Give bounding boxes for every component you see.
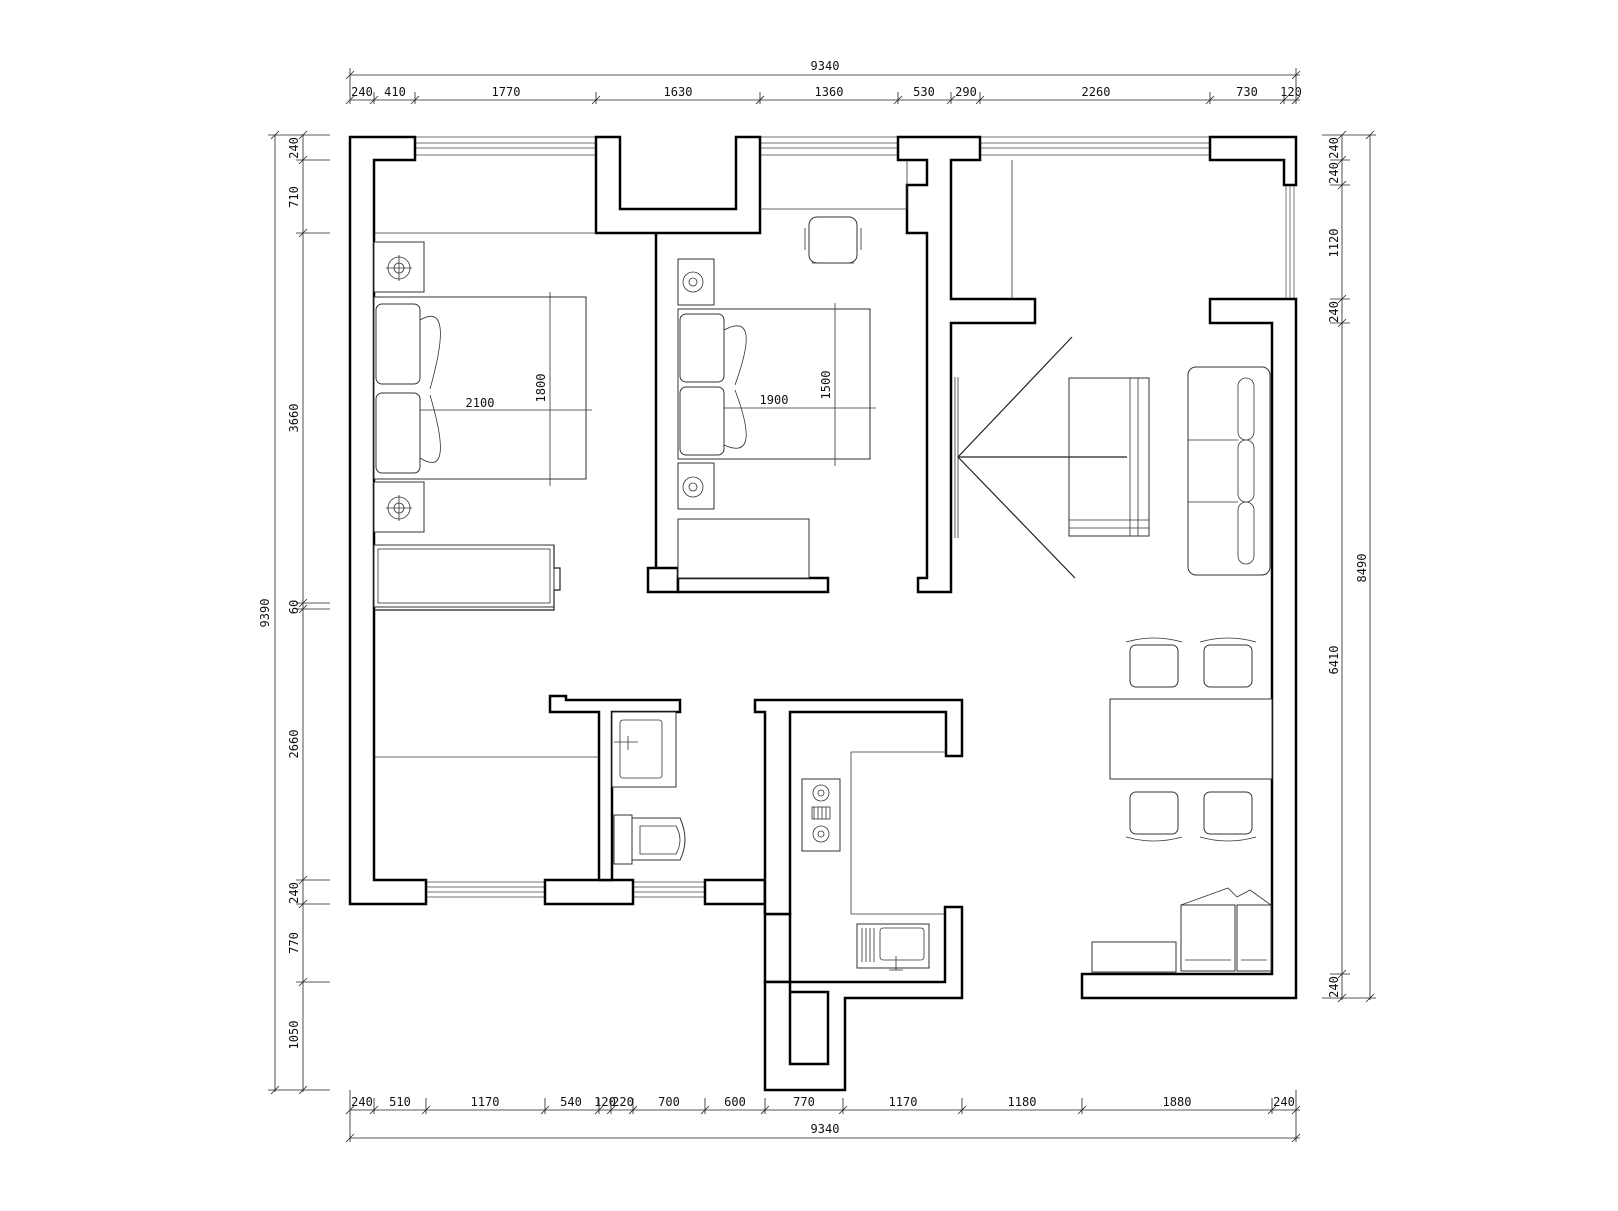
dining-table <box>1109 698 1273 780</box>
bed-width-label: 1500 <box>819 371 833 400</box>
walls <box>348 135 1298 1092</box>
dim-label: 120 <box>594 1095 616 1109</box>
desk <box>677 518 810 579</box>
dim-label: 9340 <box>811 59 840 73</box>
dim-label: 290 <box>955 85 977 99</box>
dim-label: 600 <box>724 1095 746 1109</box>
nightstand-lamp <box>373 241 425 533</box>
dim-label: 120 <box>1280 85 1302 99</box>
dim-label: 3660 <box>287 404 301 433</box>
dim-label: 240 <box>1273 1095 1295 1109</box>
sofa <box>1187 366 1271 576</box>
shoe-cabinet <box>1091 941 1177 973</box>
dimension-left: 9390 240 710 3660 60 2660 240 770 1050 <box>258 135 304 1092</box>
bed-width-label: 1800 <box>534 374 548 403</box>
partition-lines <box>374 160 1013 915</box>
bed-length-label: 1900 <box>760 393 789 407</box>
dim-label: 240 <box>1327 976 1341 998</box>
dim-label: 1170 <box>471 1095 500 1109</box>
dim-label: 240 <box>1327 301 1341 323</box>
second-bed: 1900 1500 <box>677 303 876 466</box>
dim-label: 1770 <box>492 85 521 99</box>
dim-label: 220 <box>612 1095 634 1109</box>
dim-label: 6410 <box>1327 646 1341 675</box>
dim-label: 1170 <box>889 1095 918 1109</box>
washing-machines <box>1180 887 1272 972</box>
dim-label: 1360 <box>815 85 844 99</box>
tv-cabinet <box>957 336 1150 579</box>
dim-label: 1120 <box>1327 229 1341 258</box>
dim-label: 9340 <box>811 1122 840 1136</box>
dim-label: 1180 <box>1008 1095 1037 1109</box>
dim-label: 1630 <box>664 85 693 99</box>
dim-label: 770 <box>287 932 301 954</box>
dim-label: 510 <box>389 1095 411 1109</box>
dimension-right: 240 240 1120 240 6410 240 8490 <box>1327 135 1371 1000</box>
dimension-bottom: 240 510 1170 540 120 220 700 600 770 117… <box>350 1095 1300 1139</box>
dimension-top: 9340 240 410 1770 1630 1360 530 290 2260… <box>350 59 1302 101</box>
dim-label: 410 <box>384 85 406 99</box>
toilet <box>613 814 686 865</box>
dim-label: 240 <box>1327 162 1341 184</box>
dim-label: 700 <box>658 1095 680 1109</box>
dim-label: 2260 <box>1082 85 1111 99</box>
dim-label: 1880 <box>1163 1095 1192 1109</box>
chair <box>804 216 862 264</box>
dim-label: 240 <box>287 137 301 159</box>
dim-label: 730 <box>1236 85 1258 99</box>
nightstand-lamp-2 <box>677 258 715 510</box>
washbasin <box>611 711 677 788</box>
dimension-ticks <box>268 68 1376 1143</box>
kitchen-sink <box>856 923 930 971</box>
wardrobe <box>373 544 561 611</box>
dim-label: 1050 <box>287 1021 301 1050</box>
master-bed: 2100 1800 <box>373 292 592 486</box>
dim-label: 9390 <box>258 599 272 628</box>
dim-label: 710 <box>287 186 301 208</box>
dim-label: 770 <box>793 1095 815 1109</box>
dim-label: 8490 <box>1355 554 1369 583</box>
dining-chairs <box>1125 637 1257 842</box>
gas-stove <box>801 778 841 852</box>
dim-label: 2660 <box>287 730 301 759</box>
dim-label: 240 <box>287 882 301 904</box>
dim-label: 240 <box>351 1095 373 1109</box>
dim-label: 240 <box>1327 137 1341 159</box>
dim-label: 240 <box>351 85 373 99</box>
dim-label: 540 <box>560 1095 582 1109</box>
bed-length-label: 2100 <box>466 396 495 410</box>
dim-label: 60 <box>287 600 301 614</box>
dim-label: 530 <box>913 85 935 99</box>
